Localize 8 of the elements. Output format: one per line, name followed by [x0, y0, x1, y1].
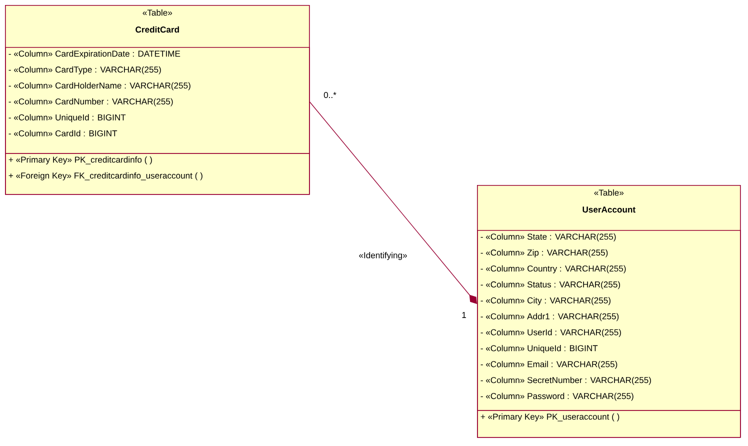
- column-list: - «Column» CardExpirationDate : DATETIME - «Column» CardType : VARCHAR(255) - «Column» CardHolderName : VARCHAR(255) - «Column» CardNumber : VARCHAR(255) - «Column» UniqueId : BIGINT - «Column» CardId : BIGINT: [5, 47, 310, 154]
- operation-list: + «Primary Key» PK_creditcardinfo ( ) + «Foreign Key» FK_creditcardinfo_useraccount ( ): [5, 153, 310, 195]
- column-list: - «Column» State : VARCHAR(255) - «Column» Zip : VARCHAR(255) - «Column» Country : VARCHAR(255) - «Column» Status : VARCHAR(255) - «Column» City : VARCHAR(255) - «Column» Addr1 : VARCHAR(255) - «Column» UserId : VARCHAR(255) - «Column» UniqueId : BIGINT - «Column» Email : VARCHAR(255) - «Column» SecretNumber : VARCHAR(255) - «Column» Password : VARCHAR(255): [477, 230, 741, 411]
- multiplicity-label: 1: [462, 312, 466, 318]
- operation-list: + «Primary Key» PK_useraccount ( ): [477, 410, 741, 438]
- edge-label: «Identifying»: [359, 252, 407, 260]
- multiplicity-label: 0..*: [324, 92, 336, 98]
- association-line: [309, 102, 477, 304]
